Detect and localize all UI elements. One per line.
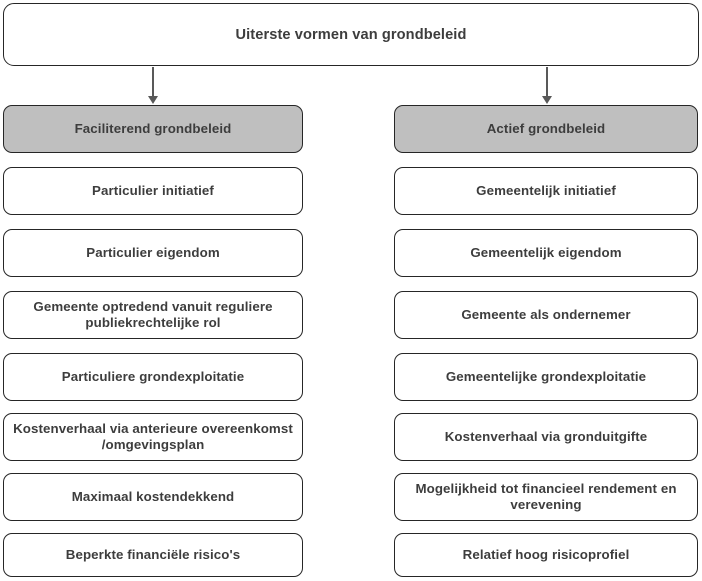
- node-faciliterend-7: Beperkte financiële risico's: [3, 533, 303, 577]
- connector-arrowhead-right: [542, 96, 552, 104]
- node-faciliterend-3: Gemeente optredend vanuit reguliere publ…: [3, 291, 303, 339]
- column-header-actief-grondbeleid: Actief grondbeleid: [394, 105, 698, 153]
- node-actief-6: Mogelijkheid tot financieel rendement en…: [394, 473, 698, 521]
- connector-arrow-left: [152, 67, 154, 97]
- root-node-uiterste-vormen: Uiterste vormen van grondbeleid: [3, 3, 699, 66]
- node-actief-7: Relatief hoog risicoprofiel: [394, 533, 698, 577]
- node-actief-1: Gemeentelijk initiatief: [394, 167, 698, 215]
- connector-arrow-right: [546, 67, 548, 97]
- node-faciliterend-6: Maximaal kostendekkend: [3, 473, 303, 521]
- column-header-faciliterend-grondbeleid: Faciliterend grondbeleid: [3, 105, 303, 153]
- node-actief-4: Gemeentelijke grondexploitatie: [394, 353, 698, 401]
- node-faciliterend-5: Kostenverhaal via anterieure overeenkoms…: [3, 413, 303, 461]
- node-actief-2: Gemeentelijk eigendom: [394, 229, 698, 277]
- node-actief-5: Kostenverhaal via gronduitgifte: [394, 413, 698, 461]
- node-faciliterend-2: Particulier eigendom: [3, 229, 303, 277]
- node-faciliterend-1: Particulier initiatief: [3, 167, 303, 215]
- connector-arrowhead-left: [148, 96, 158, 104]
- node-actief-3: Gemeente als ondernemer: [394, 291, 698, 339]
- node-faciliterend-4: Particuliere grondexploitatie: [3, 353, 303, 401]
